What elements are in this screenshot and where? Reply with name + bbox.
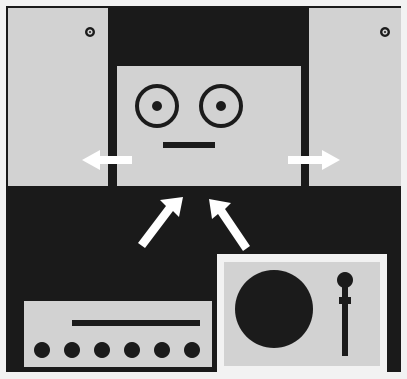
- amplifier-knob: [124, 342, 140, 358]
- turntable-icon: [217, 254, 387, 372]
- amplifier-knob: [94, 342, 110, 358]
- amplifier-knob: [64, 342, 80, 358]
- amplifier-icon: [24, 301, 212, 367]
- amplifier-knob: [184, 342, 200, 358]
- speaker-icon: [380, 27, 390, 37]
- tonearm-weight: [339, 297, 351, 304]
- face-panel: [117, 66, 301, 186]
- mouth: [163, 142, 215, 148]
- tonearm: [342, 280, 348, 356]
- left-pupil: [152, 101, 162, 111]
- face-panel-bg: [117, 66, 301, 186]
- right-pupil: [216, 101, 226, 111]
- speaker-icon: [85, 27, 95, 37]
- amplifier-knob: [154, 342, 170, 358]
- amplifier-knob: [34, 342, 50, 358]
- amplifier-body: [24, 301, 212, 367]
- turntable-platter: [235, 270, 313, 348]
- amplifier-display-bar: [72, 320, 200, 326]
